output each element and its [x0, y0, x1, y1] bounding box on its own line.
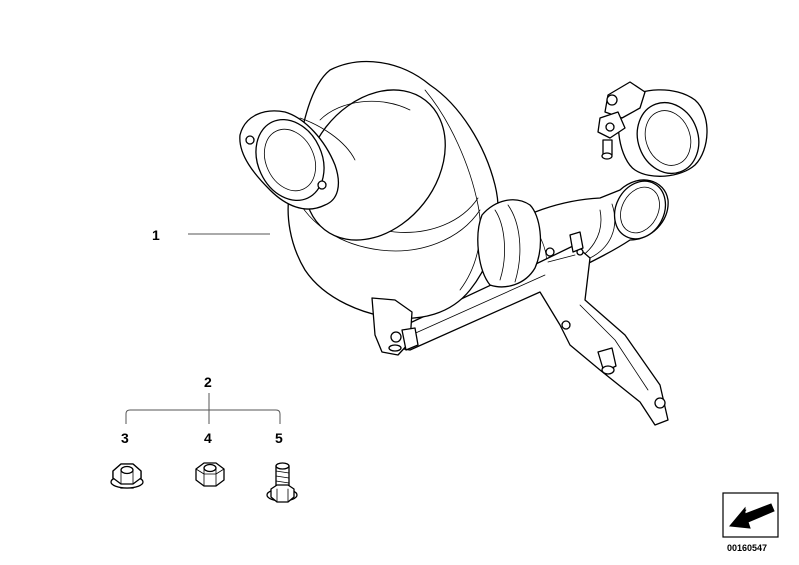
diagram-code: 00160547	[727, 543, 767, 553]
mounting-bracket	[379, 231, 669, 426]
hex-nut-part-4[interactable]	[195, 462, 225, 487]
collar-screw-part-5[interactable]	[266, 462, 298, 503]
pipe-clamp	[597, 81, 708, 177]
inlet-flange	[239, 110, 356, 210]
callout-2: 2	[204, 374, 212, 390]
group-bracket-2	[125, 393, 281, 424]
converter-canister	[287, 60, 499, 356]
outlet-pipe	[497, 179, 669, 286]
catalytic-converter-assembly[interactable]	[239, 60, 709, 426]
callout-4: 4	[204, 430, 212, 446]
callout-5: 5	[275, 430, 283, 446]
converter-neck	[477, 199, 542, 288]
corner-arrow-icon	[722, 492, 779, 538]
callout-3: 3	[121, 430, 129, 446]
collar-nut-part-3[interactable]	[110, 463, 144, 489]
callout-1: 1	[152, 227, 160, 243]
